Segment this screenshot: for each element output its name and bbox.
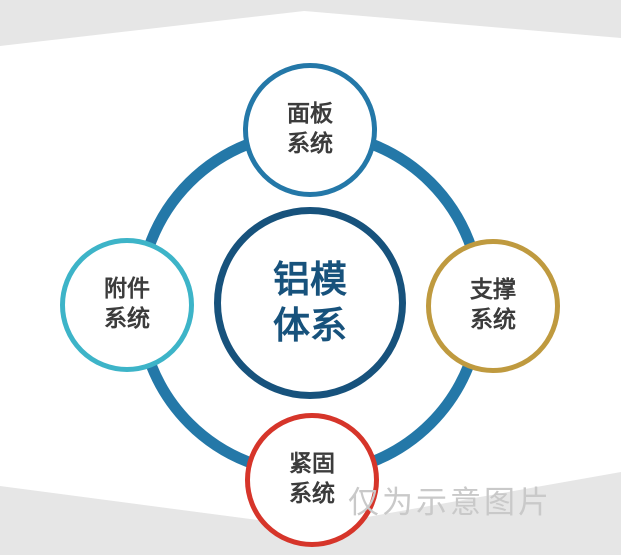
node-panel-system: 面板 系统 xyxy=(243,63,377,197)
node-accessory-system-label-line2: 系统 xyxy=(104,306,150,332)
node-support-system: 支撑 系统 xyxy=(426,239,560,373)
node-accessory-system: 附件 系统 xyxy=(60,238,194,372)
node-center-aluminum-formwork: 铝模 体系 xyxy=(214,207,406,399)
center-label-line1: 铝模 xyxy=(273,257,347,301)
watermark-text: 仅为示意图片 xyxy=(348,485,552,521)
node-panel-system-label-line1: 面板 xyxy=(287,101,333,128)
node-support-system-label-line1: 支撑 xyxy=(470,277,516,304)
node-panel-system-label-line2: 系统 xyxy=(287,131,333,157)
node-accessory-system-label-line1: 附件 xyxy=(104,276,150,303)
node-fastening-system: 紧固 系统 xyxy=(245,413,379,547)
center-label-line2: 体系 xyxy=(273,304,347,347)
node-fastening-system-label-line2: 系统 xyxy=(289,481,335,507)
node-fastening-system-label-line1: 紧固 xyxy=(289,451,335,478)
node-support-system-label-line2: 系统 xyxy=(470,307,516,333)
